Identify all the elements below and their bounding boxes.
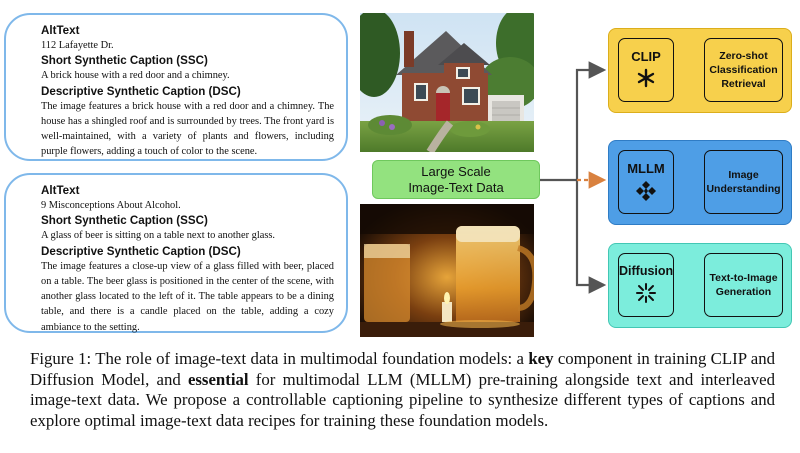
diffusion-task-box: Text-to-Image Generation [704,253,783,317]
clip-panel: CLIP Zero-shot Classification Retrieval [608,28,792,113]
ssc-value: A glass of beer is sitting on a table ne… [41,230,276,242]
alttext-heading: AltText [41,184,80,197]
figure-caption: Figure 1: The role of image-text data in… [30,349,775,431]
clip-task-line1: Zero-shot [719,50,768,62]
mllm-model-box: MLLM [618,150,674,214]
alttext-value: 112 Lafayette Dr. [41,40,114,51]
clip-task-line2: Classification [709,64,778,76]
mllm-task-line2: Understanding [706,183,781,195]
dsc-value: The image features a brick house with a … [41,100,334,158]
data-box-line1: Large Scale [421,164,491,179]
branch-diffusion [575,180,607,294]
diffusion-sparkle-icon [636,283,656,303]
caption-part2: component in training CLIP and Diffusion… [30,349,775,389]
caption-bold-key: key [528,349,554,368]
image-text-data-box: Large Scale Image-Text Data [372,160,540,199]
clip-task-box: Zero-shot Classification Retrieval [704,38,783,102]
branch-clip [575,61,607,180]
clip-model-box: CLIP [618,38,674,102]
diffusion-label: Diffusion [619,264,674,278]
dsc-heading: Descriptive Synthetic Caption (DSC) [41,84,241,98]
caption-part3: for multimodal LLM (MLLM) pre-training a… [30,369,775,430]
mllm-task-box: Image Understanding [704,150,783,214]
mllm-label: MLLM [627,161,665,176]
diffusion-task-line1: Text-to-Image [709,272,778,284]
diffusion-panel: Diffusion Text-to-Image Generation [608,243,792,328]
caption-card-beer: AltText 9 Misconceptions About Alcohol. … [4,173,348,333]
house-photo [360,13,534,152]
beer-photo [360,204,534,337]
diffusion-model-box: Diffusion [618,253,674,317]
alttext-value: 9 Misconceptions About Alcohol. [41,200,181,211]
ssc-value: A brick house with a red door and a chim… [41,70,230,82]
clip-task-line3: Retrieval [721,78,766,90]
mllm-task-line1: Image [728,169,759,181]
diffusion-task-line2: Generation [715,286,772,298]
mllm-diamond-icon [636,181,656,201]
caption-card-house: AltText 112 Lafayette Dr. Short Syntheti… [4,13,348,161]
clip-label: CLIP [631,49,661,64]
caption-bold-essential: essential [187,369,249,389]
ssc-heading: Short Synthetic Caption (SSC) [41,54,208,68]
dsc-value: The image features a close-up view of a … [41,260,334,333]
data-box-line2: Image-Text Data [408,180,504,195]
clip-asterisk-icon [637,68,655,88]
alttext-heading: AltText [41,24,80,37]
ssc-heading: Short Synthetic Caption (SSC) [41,214,208,228]
mllm-panel: MLLM Image Understanding [608,140,792,225]
dsc-heading: Descriptive Synthetic Caption (DSC) [41,244,241,258]
caption-part1: Figure 1: The role of image-text data in… [30,349,529,368]
